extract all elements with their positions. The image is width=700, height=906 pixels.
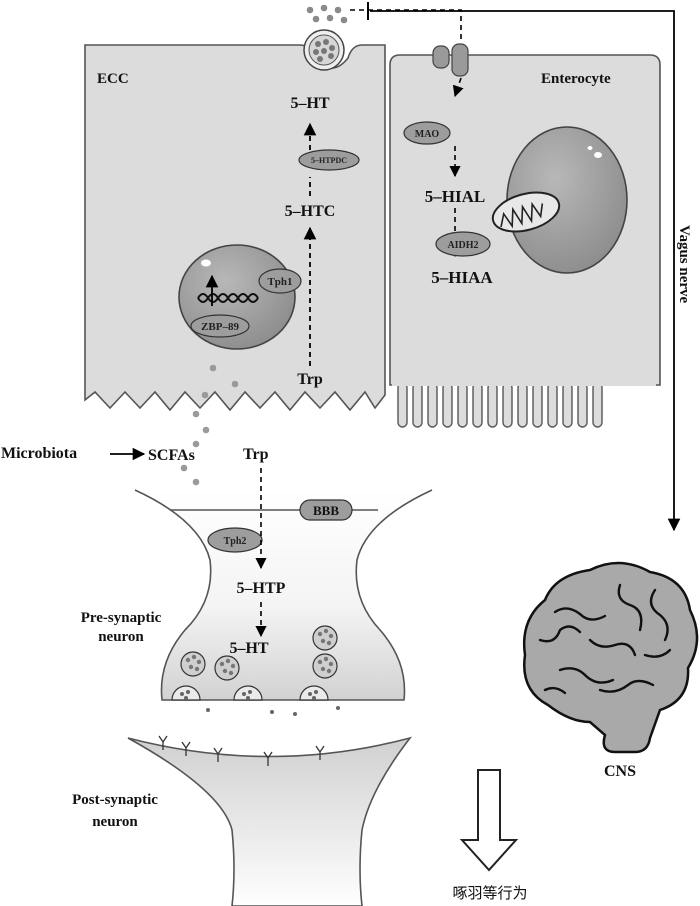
released-serotonin-dots (306, 4, 348, 24)
aidh2-label: AIDH2 (447, 240, 478, 251)
enterocyte-label: Enterocyte (541, 71, 611, 87)
microbiota-row: Microbiota SCFAs Trp (1, 445, 269, 464)
serotonin-transporter (432, 43, 469, 77)
ecc-label: ECC (97, 71, 129, 87)
ecc-trp-label: Trp (297, 371, 323, 388)
enterocyte-pathway: MAO 5–HIAL AIDH2 5–HIAA (350, 9, 493, 287)
vagus-nerve-label: Vagus nerve (676, 225, 692, 304)
behavior-label: 啄羽等行为 (452, 884, 527, 902)
synaptic-vesicles (171, 625, 340, 716)
post-label-line1: Post-synaptic (72, 792, 158, 808)
pre-label-line1: Pre-synaptic (81, 610, 162, 626)
scfas-label: SCFAs (148, 447, 195, 464)
zbp89-node: ZBP–89 (190, 314, 250, 338)
vagus-nerve-path: Vagus nerve (367, 2, 692, 532)
ecc-cell: ECC (84, 44, 386, 412)
tph1-label: Tph1 (267, 276, 292, 288)
mao-label: MAO (415, 129, 440, 140)
postsynaptic-neuron: Post-synaptic neuron (72, 735, 413, 906)
bbb-label: BBB (313, 503, 339, 518)
tph2-label: Tph2 (224, 536, 247, 547)
ecc-5ht-label: 5–HT (290, 95, 329, 112)
outcome-arrow: 啄羽等行为 (452, 769, 528, 902)
mitochondrion (491, 191, 561, 233)
hiaa-label: 5–HIAA (431, 268, 493, 287)
post-label-line2: neuron (92, 814, 138, 830)
brain-icon: CNS (523, 561, 699, 780)
htc-label: 5–HTC (285, 203, 336, 220)
htpdc-label: 5–HTPDC (311, 156, 347, 165)
microbiota-label: Microbiota (1, 445, 77, 462)
presynaptic-neuron: BBB Tph2 5–HTP 5–HT Pre-synaptic neuron (81, 468, 433, 701)
ecc-pathway: 5–HT 5–HTPDC 5–HTC Trp (280, 93, 360, 388)
hial-label: 5–HIAL (425, 187, 485, 206)
pre-label-line2: neuron (98, 629, 144, 645)
tph1-node: Tph1 (258, 268, 302, 294)
lumen-trp-label: Trp (243, 446, 269, 463)
cns-label: CNS (604, 763, 636, 780)
zbp89-label: ZBP–89 (201, 321, 239, 333)
htp-label: 5–HTP (237, 580, 286, 597)
secretory-granule (303, 29, 345, 71)
neuron-5ht-label: 5–HT (229, 640, 268, 657)
